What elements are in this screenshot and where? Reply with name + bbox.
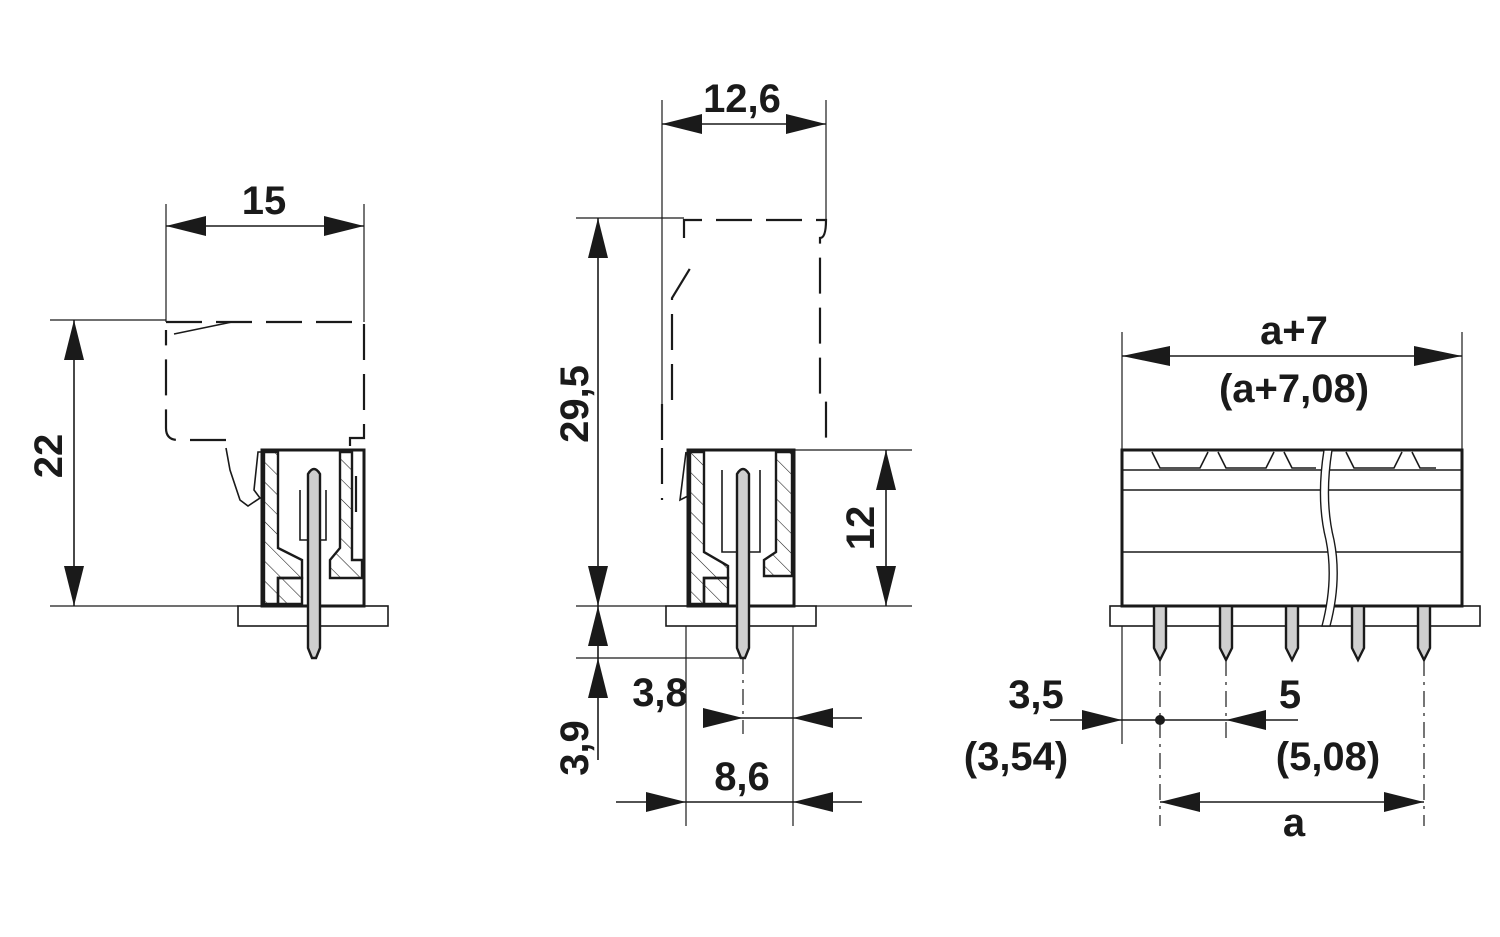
section-pin-length-label: 3,9 xyxy=(553,720,597,776)
side-latch xyxy=(225,447,262,507)
front-overall-arrow-left xyxy=(1122,346,1170,366)
front-pin-2 xyxy=(1218,604,1234,663)
front-pitch-label: 5 xyxy=(1279,673,1301,717)
front-edge-alt-label: (3,54) xyxy=(964,735,1069,779)
section-height-arrow-bottom xyxy=(588,566,608,606)
front-pitch-arrow xyxy=(1226,710,1266,730)
section-depth-label: 8,6 xyxy=(714,755,770,799)
front-span-arrow-left xyxy=(1160,792,1200,812)
side-plug-lever xyxy=(173,321,233,335)
front-housing xyxy=(1120,448,1464,608)
section-height-label: 29,5 xyxy=(553,365,597,443)
section-floor xyxy=(702,576,730,606)
section-pin xyxy=(735,467,751,660)
section-offset-arrow-right xyxy=(793,708,833,728)
side-pin xyxy=(306,467,322,660)
front-span-arrow-right xyxy=(1384,792,1424,812)
section-width-label: 12,6 xyxy=(703,77,781,121)
section-wall-right xyxy=(762,450,794,578)
side-height-arrow-top xyxy=(64,320,84,360)
front-pin-5 xyxy=(1416,604,1432,663)
side-width-arrow-right xyxy=(324,216,364,236)
section-body-arrow-top xyxy=(876,450,896,490)
side-height-label: 22 xyxy=(27,434,71,479)
front-overall-arrow-right xyxy=(1414,346,1462,366)
front-edge-arrow xyxy=(1082,710,1122,730)
front-edge-label: 3,5 xyxy=(1008,673,1064,717)
section-pin-arrow-bottom xyxy=(588,606,608,646)
front-pin-1 xyxy=(1152,604,1168,663)
side-height-arrow-bottom xyxy=(64,566,84,606)
side-width-arrow-left xyxy=(166,216,206,236)
front-pitch-origin-dot xyxy=(1155,715,1165,725)
section-body-height-label: 12 xyxy=(839,506,883,551)
section-latch xyxy=(679,451,689,502)
front-break-line xyxy=(1319,449,1338,627)
side-view: 15 22 xyxy=(27,179,389,660)
section-body-arrow-bottom xyxy=(876,566,896,606)
section-width-arrow-right xyxy=(786,114,826,134)
front-pin-3 xyxy=(1284,604,1300,663)
section-depth-arrow-left xyxy=(646,792,686,812)
side-plug-outline xyxy=(164,320,366,448)
section-view: 12,6 29,5 12 3,9 3,8 8,6 xyxy=(553,77,912,826)
front-span-label: a xyxy=(1283,801,1306,845)
front-housing-notches xyxy=(1151,451,1436,469)
section-offset-arrow-left xyxy=(703,708,743,728)
front-pitch-alt-label: (5,08) xyxy=(1276,735,1381,779)
section-width-arrow-left xyxy=(662,114,702,134)
front-overall-label: a+7 xyxy=(1260,309,1328,353)
section-height-arrow-top xyxy=(588,218,608,258)
side-housing-floor xyxy=(276,576,304,606)
side-width-label: 15 xyxy=(242,179,287,223)
front-view: a+7 (a+7,08) 3,5 (3,54) 5 (5,08) a xyxy=(964,309,1481,845)
section-depth-arrow-right xyxy=(793,792,833,812)
front-overall-alt-label: (a+7,08) xyxy=(1219,367,1369,411)
side-housing-section-right xyxy=(328,450,364,580)
section-pin-arrow-top xyxy=(588,658,608,698)
section-offset-label: 3,8 xyxy=(632,671,688,715)
front-pin-4 xyxy=(1350,604,1366,663)
